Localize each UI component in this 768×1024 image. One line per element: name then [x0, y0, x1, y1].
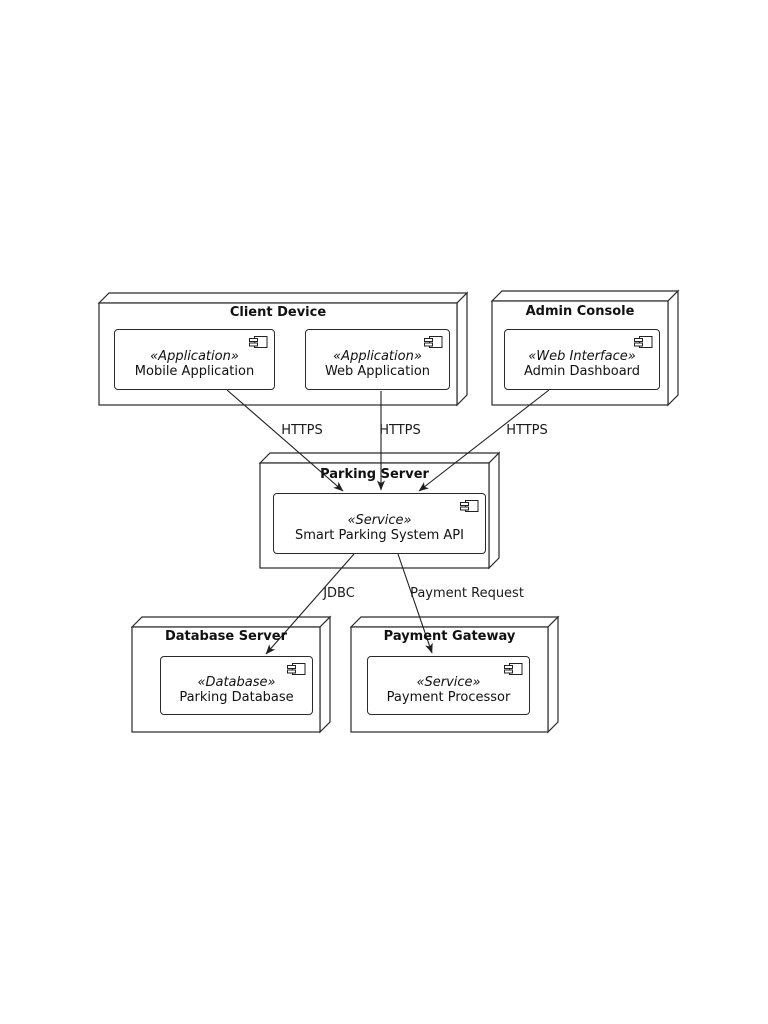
component-web-application: «Application» Web Application	[305, 329, 450, 390]
component-icon	[504, 663, 523, 675]
component-parking-database: «Database» Parking Database	[160, 656, 313, 715]
component-admin-dashboard: «Web Interface» Admin Dashboard	[504, 329, 660, 390]
component-stereotype: «Service»	[416, 675, 481, 690]
edge-mobile-to-api	[226, 389, 344, 492]
node-title-payment-gateway: Payment Gateway	[383, 629, 516, 644]
component-name: Parking Database	[179, 690, 294, 705]
node-title-database-server: Database Server	[164, 629, 287, 644]
edge-label-jdbc: JDBC	[323, 586, 355, 601]
edge-label-https-web: HTTPS	[379, 423, 421, 438]
edge-api-to-database	[265, 553, 355, 655]
edge-label-payment-request: Payment Request	[410, 586, 524, 601]
component-icon	[424, 336, 443, 348]
component-smart-parking-system-api: «Service» Smart Parking System API	[273, 493, 486, 554]
component-name: Smart Parking System API	[295, 528, 464, 543]
node-title-client-device: Client Device	[229, 305, 327, 320]
edge-label-https-admin: HTTPS	[506, 423, 548, 438]
component-name: Mobile Application	[134, 364, 255, 379]
component-stereotype: «Application»	[333, 349, 422, 364]
component-stereotype: «Database»	[197, 675, 276, 690]
component-stereotype: «Application»	[150, 349, 239, 364]
component-name: Payment Processor	[386, 690, 511, 705]
node-title-parking-server: Parking Server	[320, 467, 429, 482]
component-icon	[249, 336, 268, 348]
component-name: Web Application	[324, 364, 431, 379]
component-icon	[287, 663, 306, 675]
component-stereotype: «Web Interface»	[528, 349, 636, 364]
component-stereotype: «Service»	[347, 513, 412, 528]
component-icon	[460, 500, 479, 512]
component-name: Admin Dashboard	[523, 364, 641, 379]
edge-api-to-payment	[397, 553, 433, 654]
edge-label-https-mobile: HTTPS	[281, 423, 323, 438]
component-icon	[634, 336, 653, 348]
component-payment-processor: «Service» Payment Processor	[367, 656, 530, 715]
component-mobile-application: «Application» Mobile Application	[114, 329, 275, 390]
node-title-admin-console: Admin Console	[525, 304, 635, 319]
edge-admin-to-api	[418, 389, 550, 492]
